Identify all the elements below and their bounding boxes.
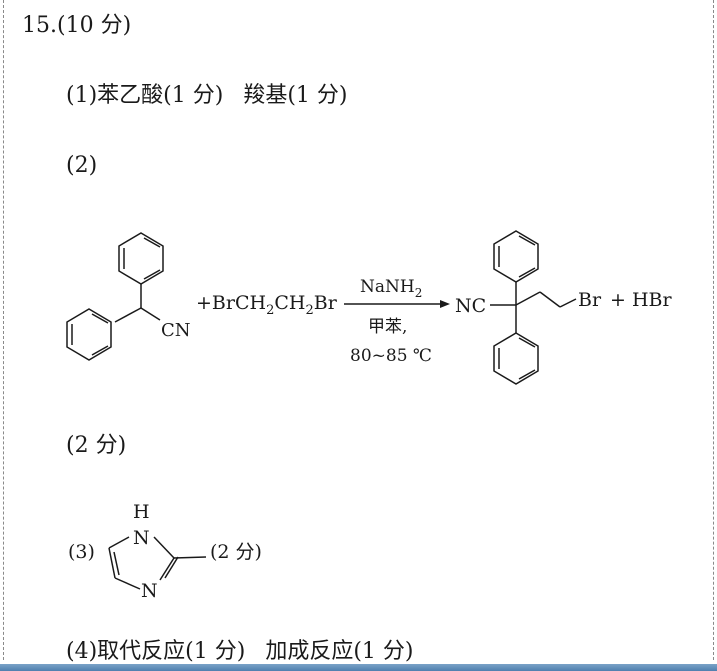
product-lower-phenyl-ring <box>493 332 539 385</box>
imidazole-h-atom: H <box>133 501 150 523</box>
arrow-condition-solvent: 甲苯, <box>368 317 407 337</box>
lower-phenyl-ring <box>66 308 112 361</box>
answer-part-4: (4)取代反应(1 分) 加成反应(1 分) <box>66 638 414 666</box>
imidazole-structure <box>108 536 207 590</box>
part-1-answer-group: 羧基(1 分) <box>243 83 348 108</box>
window-bottom-bar <box>0 664 717 671</box>
reagent-formula: +BrCH2CH2Br <box>196 292 338 318</box>
page-border-right <box>713 0 714 660</box>
arrow-condition-base: NaNH2 <box>360 277 422 300</box>
page-border-left <box>3 0 4 660</box>
reactant-cn-group: CN <box>161 320 191 341</box>
reactant-diphenylacetonitrile-structure <box>66 232 164 361</box>
imidazole-nh-atom: N <box>133 527 150 549</box>
upper-phenyl-ring <box>118 232 164 285</box>
answer-part-1: (1)苯乙酸(1 分) 羧基(1 分) <box>66 82 348 110</box>
part-4-answer-substitution: (4)取代反应(1 分) <box>66 639 246 664</box>
byproduct-hbr: + HBr <box>610 289 672 311</box>
imidazole-n-atom: N <box>141 580 158 602</box>
part-3-label: (3) <box>68 541 95 563</box>
product-br-atom: Br <box>578 289 602 311</box>
part-1-answer-name: 苯乙酸(1 分) <box>97 83 224 108</box>
product-structure <box>490 230 577 385</box>
part-4-answer-addition: 加成反应(1 分) <box>265 639 414 664</box>
arrow-condition-temperature: 80~85 ℃ <box>350 346 432 366</box>
part-2-label: (2) <box>66 153 98 178</box>
reaction-arrow <box>344 300 450 308</box>
question-header: 15.(10 分) <box>22 12 131 40</box>
product-nc-group: NC <box>455 295 486 317</box>
question-number: 15. <box>22 13 57 38</box>
product-upper-phenyl-ring <box>493 230 539 283</box>
part-2-score: (2 分) <box>66 433 127 458</box>
question-total-score: (10 分) <box>57 13 132 38</box>
part-1-label: (1) <box>66 83 98 108</box>
part-3-score: (2 分) <box>210 541 262 563</box>
